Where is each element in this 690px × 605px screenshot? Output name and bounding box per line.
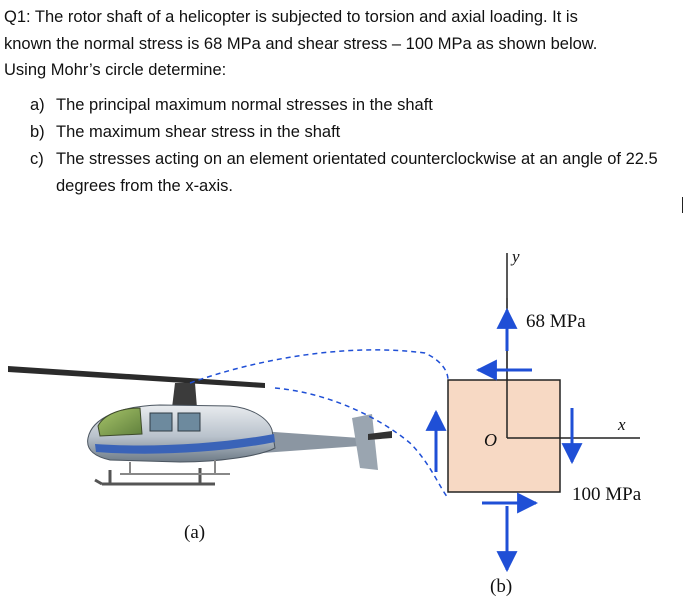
- question-parts-list: a) The principal maximum normal stresses…: [30, 92, 685, 200]
- projection-curve: [274, 387, 449, 499]
- list-item: b) The maximum shear stress in the shaft: [30, 119, 685, 146]
- main-rotor-blade: [8, 366, 265, 388]
- list-marker: a): [30, 96, 45, 114]
- figure: y x O 68 MPa 100 MPa (a) (b): [0, 248, 690, 605]
- axis-x-label: x: [617, 415, 626, 434]
- figure-label-a: (a): [184, 522, 205, 543]
- normal-stress-label: 68 MPa: [526, 311, 586, 332]
- question-line-3: Using Mohr’s circle determine:: [4, 61, 227, 79]
- question-text: Q1: The rotor shaft of a helicopter is s…: [4, 4, 688, 84]
- list-item-text: The maximum shear stress in the shaft: [56, 123, 341, 141]
- fuselage-stripe: [95, 434, 275, 454]
- question-line-1: Q1: The rotor shaft of a helicopter is s…: [4, 8, 578, 26]
- list-item: c) The stresses acting on an element ori…: [30, 146, 685, 200]
- list-item-text: The stresses acting on an element orient…: [56, 150, 658, 195]
- helicopter-illustration: [8, 366, 392, 486]
- axis-y-label: y: [510, 248, 520, 266]
- cabin-window: [177, 412, 201, 432]
- list-marker: b): [30, 123, 45, 141]
- question-line-2: known the normal stress is 68 MPa and sh…: [4, 34, 598, 53]
- landing-skid: [94, 468, 215, 486]
- landing-skid-rear: [120, 460, 230, 475]
- tail-boom: [260, 431, 360, 453]
- figure-label-b: (b): [490, 576, 512, 597]
- text-cursor: [682, 197, 683, 213]
- list-item: a) The principal maximum normal stresses…: [30, 92, 685, 119]
- origin-label: O: [484, 430, 497, 450]
- cabin-window: [149, 412, 173, 432]
- cockpit-window: [97, 407, 143, 437]
- list-item-text: The principal maximum normal stresses in…: [56, 96, 433, 114]
- tail-rotor: [368, 431, 392, 440]
- figure-canvas: y x O 68 MPa 100 MPa (a) (b): [8, 248, 642, 597]
- stress-element: [447, 379, 561, 493]
- projection-curve: [189, 349, 449, 384]
- rotor-mast: [172, 383, 197, 408]
- shear-stress-label: 100 MPa: [572, 484, 642, 505]
- list-marker: c): [30, 150, 44, 168]
- tail-fin: [352, 414, 378, 470]
